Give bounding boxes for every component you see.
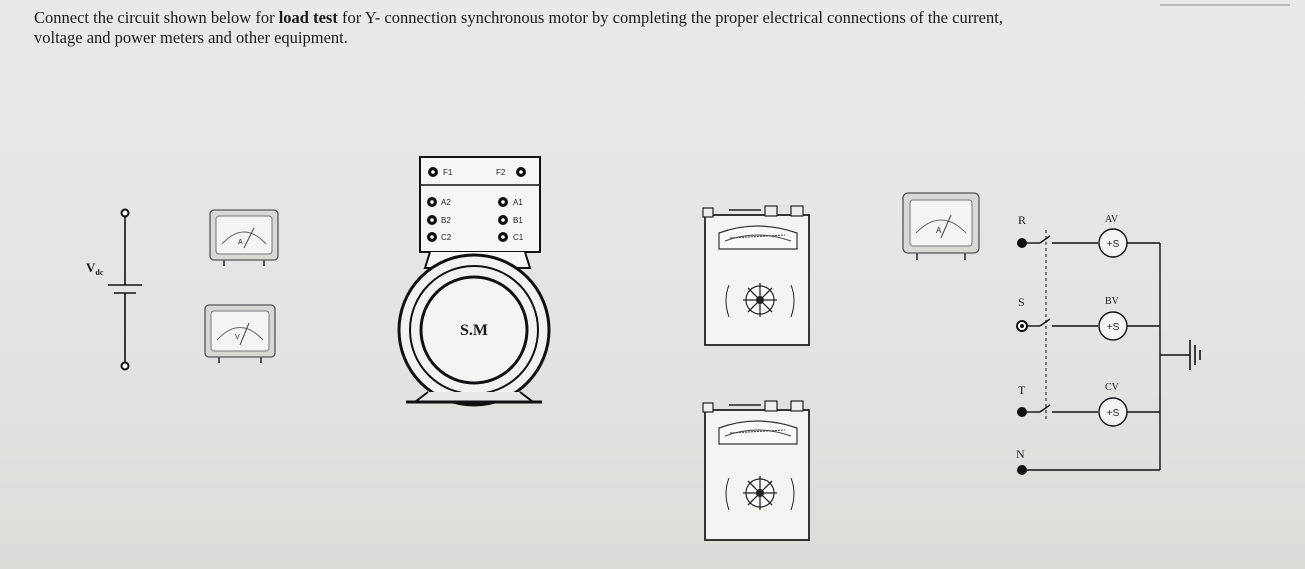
synchronous-motor: F1 F2 A2 B2 C2 A1 B1 C1 S.M: [397, 156, 551, 407]
motor-label: S.M: [460, 322, 488, 339]
label-t: T: [1018, 383, 1026, 397]
terminal-f1-label: F1: [443, 168, 453, 177]
terminal-c1-label: C1: [513, 233, 524, 242]
ac-supply-panel: R +S AV S +S BV T +S CV N: [1016, 213, 1201, 475]
voltmeter-dc-letter: V: [235, 334, 240, 341]
instruction-line1-a: Connect the circuit shown below for: [34, 8, 279, 27]
label-s: S: [1018, 295, 1025, 309]
svg-text:+S: +S: [1107, 408, 1120, 419]
svg-text:+S: +S: [1107, 239, 1120, 250]
terminal-r[interactable]: [1017, 238, 1027, 248]
tag-av: AV: [1105, 214, 1119, 225]
ammeter-ac[interactable]: A: [902, 192, 980, 260]
ammeter-dc-letter: A: [238, 239, 243, 246]
instruction-text: Connect the circuit shown below for load…: [34, 8, 1284, 48]
dc-terminal-positive[interactable]: [120, 208, 130, 218]
terminal-c2-label: C2: [441, 233, 452, 242]
voltmeter-dc[interactable]: V: [204, 304, 276, 363]
instruction-bold: load test: [278, 8, 338, 27]
terminal-b2-label: B2: [441, 216, 451, 225]
dc-source: Vdc: [86, 208, 142, 371]
instruction-line2: voltage and power meters and other equip…: [34, 28, 348, 47]
vdc-label: Vdc: [86, 260, 104, 277]
terminal-b1-label: B1: [513, 216, 523, 225]
tag-cv: CV: [1105, 382, 1120, 393]
terminal-n[interactable]: [1017, 465, 1027, 475]
ground-icon: [1189, 340, 1201, 370]
terminal-a1-label: A1: [513, 198, 523, 207]
terminal-f2-label: F2: [496, 168, 506, 177]
terminal-a2-label: A2: [441, 198, 451, 207]
ammeter-dc[interactable]: A: [209, 209, 279, 266]
dc-terminal-negative[interactable]: [120, 361, 130, 371]
label-r: R: [1018, 213, 1026, 227]
label-n: N: [1016, 447, 1025, 461]
ammeter-ac-letter: A: [936, 226, 942, 235]
instruction-line1-b: for Y- connection synchronous motor by c…: [337, 8, 1003, 27]
wattmeter-1[interactable]: [702, 205, 810, 346]
terminal-t[interactable]: [1017, 407, 1027, 417]
tag-bv: BV: [1105, 296, 1120, 307]
wattmeter-2[interactable]: [702, 400, 810, 541]
svg-text:+S: +S: [1107, 322, 1120, 333]
